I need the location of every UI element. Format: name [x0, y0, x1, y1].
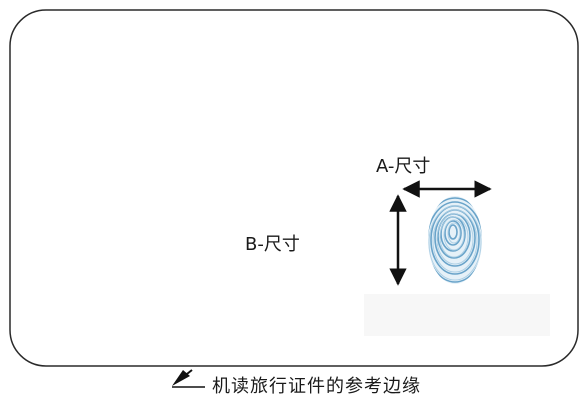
fingerprint-area-box: [364, 294, 550, 336]
arrow-up-left-icon: [172, 369, 205, 388]
a-dimension-label: A-尺寸: [376, 156, 431, 177]
b-dimension-label: B-尺寸: [245, 234, 300, 255]
reference-edge-caption: 机读旅行证件的参考边缘: [212, 376, 421, 397]
document-outline: [9, 9, 579, 367]
fingerprint-icon: [428, 196, 482, 284]
